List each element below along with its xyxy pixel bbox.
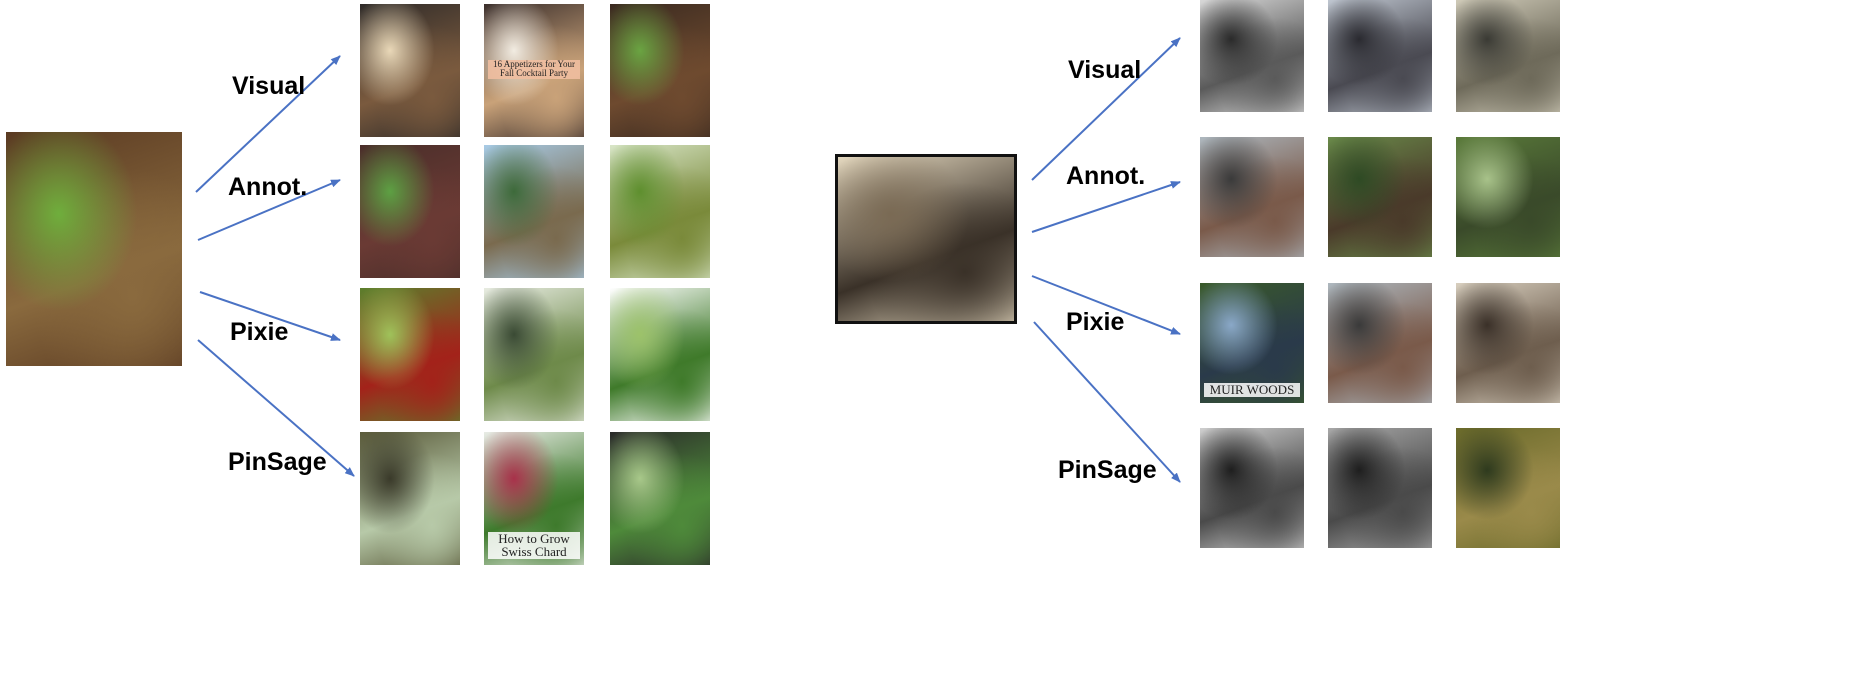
right-annot-result-3[interactable]: [1456, 137, 1560, 257]
right-pixie-result-1[interactable]: MUIR WOODS: [1200, 283, 1304, 403]
left-annot-result-3[interactable]: [610, 145, 710, 278]
right-visual-result-2[interactable]: [1328, 0, 1432, 112]
right-annot-result-1[interactable]: [1200, 137, 1304, 257]
right-pixie-result-2[interactable]: [1328, 283, 1432, 403]
left-pinsage-result-1[interactable]: [360, 432, 460, 565]
right-pinsage-result-2[interactable]: [1328, 428, 1432, 548]
left-visual-result-3[interactable]: [610, 4, 710, 137]
left-annot-result-2[interactable]: [484, 145, 584, 278]
method-label-pixie-left: Pixie: [230, 318, 289, 346]
method-label-pinsage-left: PinSage: [228, 448, 327, 476]
method-label-visual-right: Visual: [1068, 56, 1142, 84]
method-label-pinsage-right: PinSage: [1058, 456, 1157, 484]
image-caption: 16 Appetizers for Your Fall Cocktail Par…: [488, 59, 580, 79]
right-query-image[interactable]: [835, 154, 1017, 324]
right-visual-result-1[interactable]: [1200, 0, 1304, 112]
left-pinsage-result-2[interactable]: How to Grow Swiss Chard: [484, 432, 584, 565]
method-label-annot-right: Annot.: [1066, 162, 1146, 190]
image-caption: How to Grow Swiss Chard: [488, 531, 580, 559]
left-visual-result-2[interactable]: 16 Appetizers for Your Fall Cocktail Par…: [484, 4, 584, 137]
left-query-image[interactable]: [6, 132, 182, 366]
right-pixie-result-3[interactable]: [1456, 283, 1560, 403]
left-pixie-result-1[interactable]: [360, 288, 460, 421]
method-label-pixie-right: Pixie: [1066, 308, 1125, 336]
right-annot-result-2[interactable]: [1328, 137, 1432, 257]
method-label-annot-left: Annot.: [228, 173, 308, 201]
left-pixie-result-2[interactable]: [484, 288, 584, 421]
method-label-visual-left: Visual: [232, 72, 306, 100]
image-caption: MUIR WOODS: [1204, 383, 1300, 397]
left-annot-result-1[interactable]: [360, 145, 460, 278]
left-pinsage-result-3[interactable]: [610, 432, 710, 565]
right-visual-result-3[interactable]: [1456, 0, 1560, 112]
left-visual-result-1[interactable]: [360, 4, 460, 137]
right-pinsage-result-1[interactable]: [1200, 428, 1304, 548]
right-pinsage-result-3[interactable]: [1456, 428, 1560, 548]
left-pixie-result-3[interactable]: [610, 288, 710, 421]
